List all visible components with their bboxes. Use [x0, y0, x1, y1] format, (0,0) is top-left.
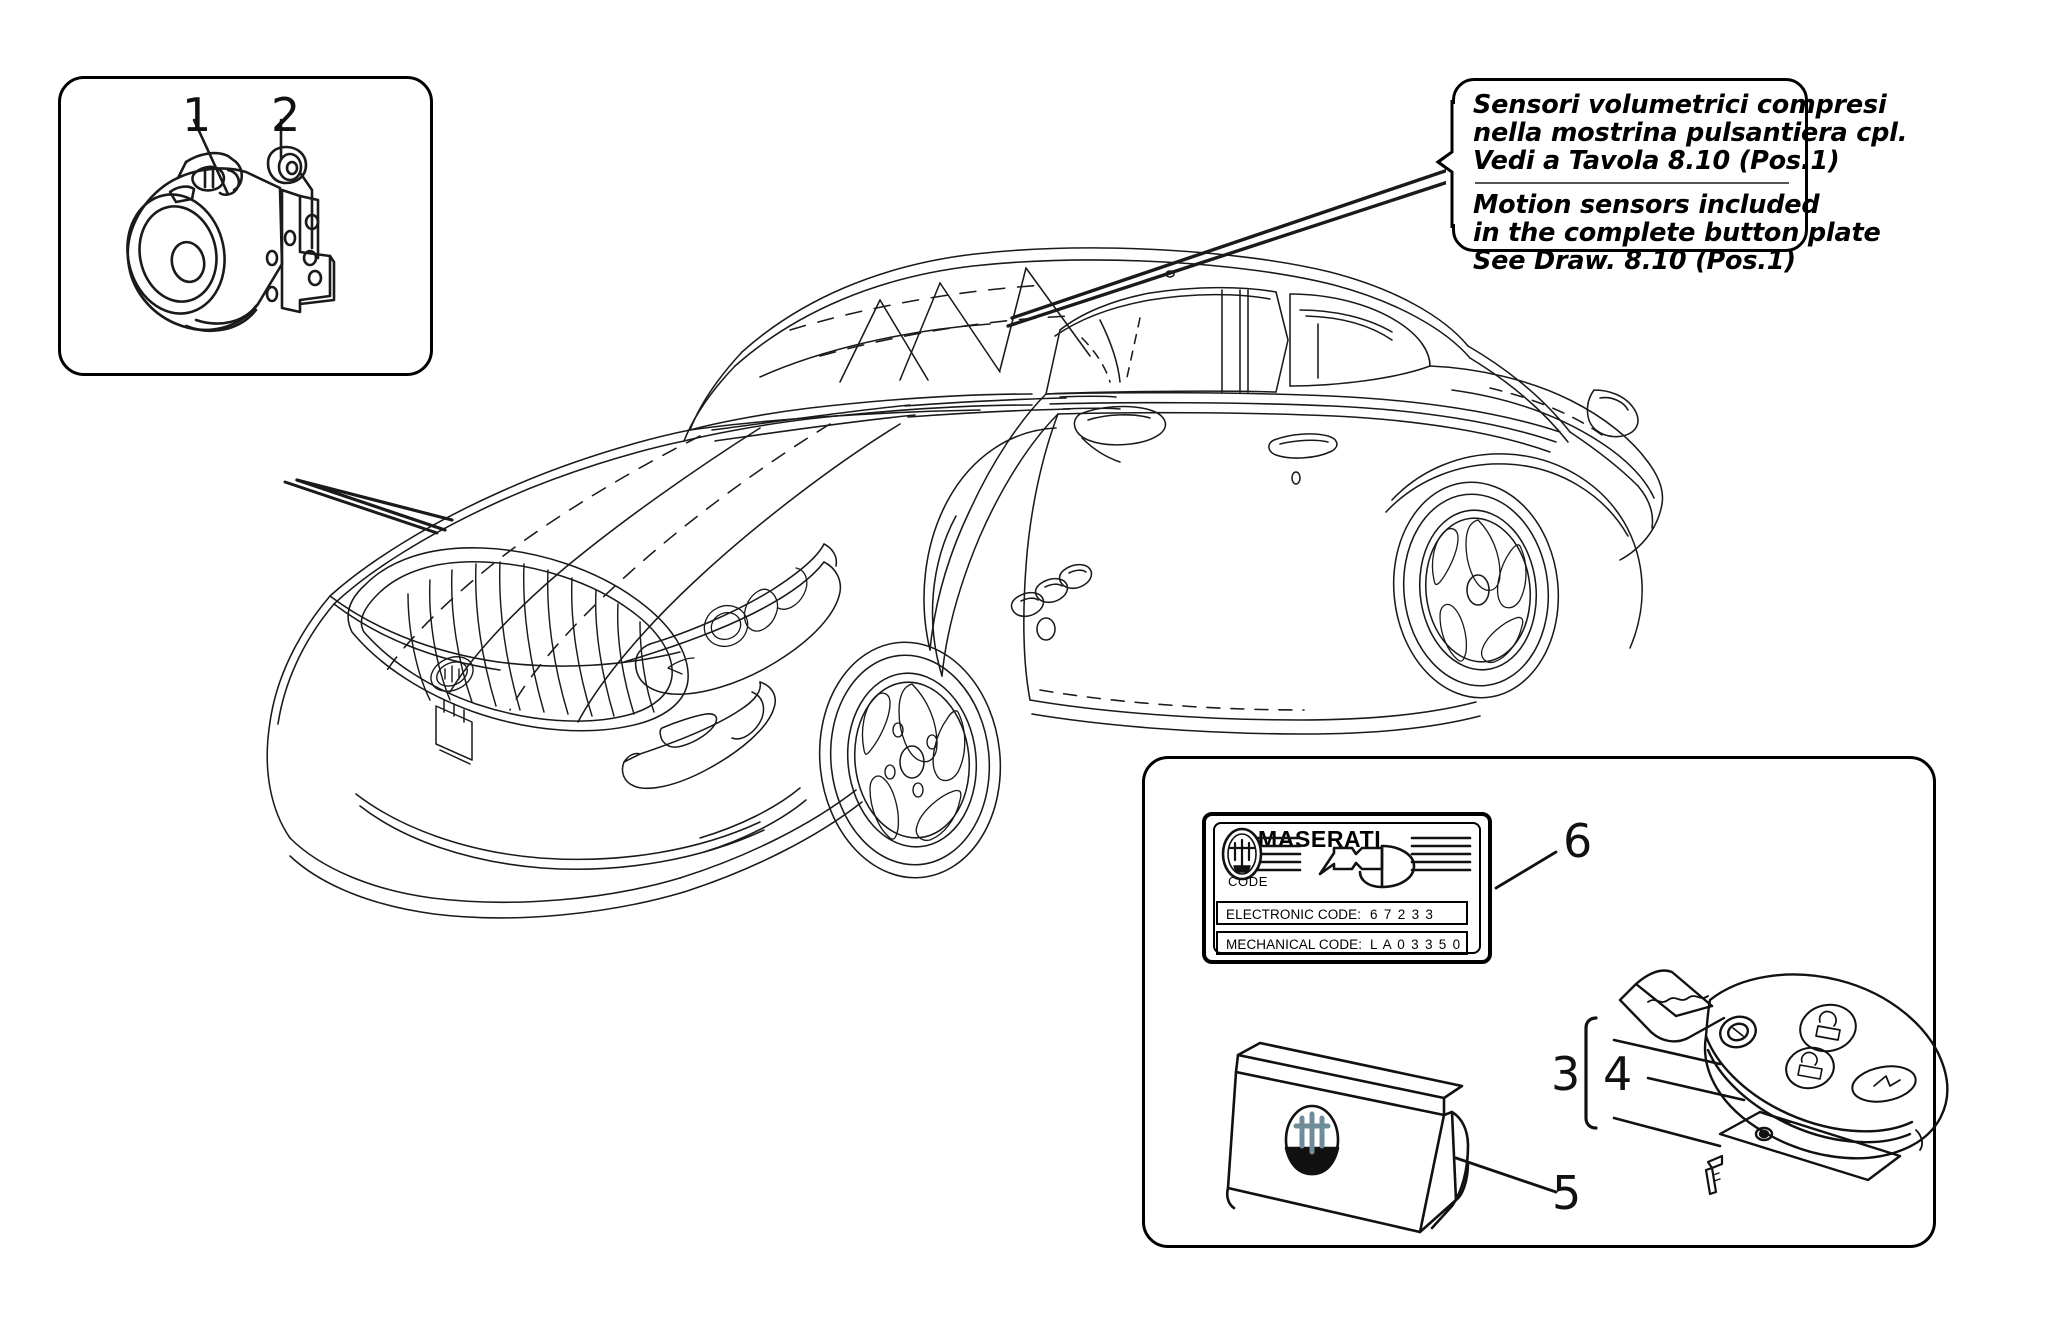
callout-number-6: 6 [1563, 814, 1593, 868]
card-stripes-right [1410, 836, 1472, 872]
electronic-code-row: ELECTRONIC CODE: 6 7 2 3 3 [1216, 901, 1468, 925]
grille-trident-badge [435, 699, 473, 765]
leader-lines-siren [295, 478, 454, 532]
rear-wheel [1392, 481, 1560, 699]
siren-body [126, 151, 336, 333]
car-line-drawing [266, 247, 1664, 919]
leader-lines-sensors [1006, 168, 1450, 328]
front-wheel [818, 641, 1002, 879]
card-stripes-left [1254, 836, 1302, 872]
card-key-pictogram [1318, 844, 1416, 889]
siren-detail-box [58, 76, 433, 376]
fob-screw [1704, 1154, 1724, 1196]
callout-number-2: 2 [271, 88, 301, 142]
callout-number-5: 5 [1552, 1166, 1582, 1220]
hood-trident-badge [430, 656, 474, 692]
key-fob [1618, 969, 1949, 1182]
callout-number-4: 4 [1603, 1047, 1633, 1101]
callout-bracket-3 [1584, 1016, 1598, 1130]
mechanical-code-value: L A 0 3 3 5 0 [1370, 937, 1462, 952]
electronic-code-value: 6 7 2 3 3 [1370, 907, 1435, 922]
mechanical-code-row: MECHANICAL CODE: L A 0 3 3 5 0 [1216, 931, 1468, 955]
leader-lines-siren-2 [283, 480, 439, 535]
electronic-code-label: ELECTRONIC CODE: [1226, 907, 1362, 922]
note-divider [1475, 182, 1789, 185]
callout-number-1: 1 [182, 88, 212, 142]
card-trident-logo [1221, 827, 1263, 881]
key-pouch [1225, 1041, 1470, 1234]
grille-slats [407, 561, 655, 717]
callout-number-3: 3 [1551, 1047, 1581, 1101]
mechanical-code-label: MECHANICAL CODE: [1226, 937, 1363, 952]
code-card: MASERATI CODE ELECTRONIC CODE: 6 7 2 3 3… [1202, 812, 1492, 964]
pouch-trident-logo [1284, 1104, 1340, 1176]
